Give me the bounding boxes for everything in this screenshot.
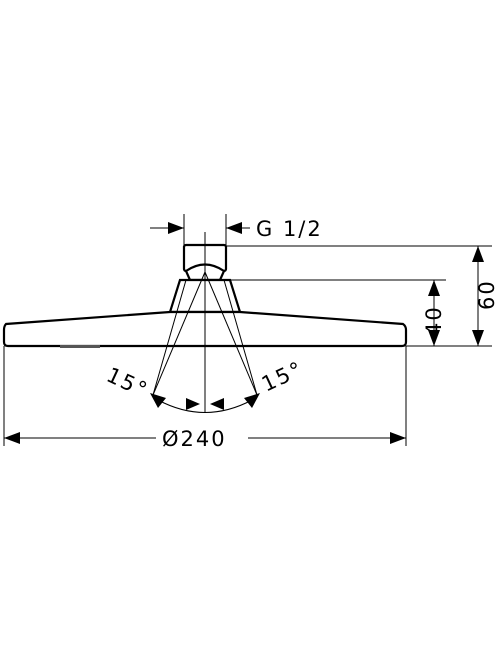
height-body-dimension: [230, 279, 446, 346]
height-total-label: 60: [475, 279, 496, 310]
nozzle-strip: [60, 345, 100, 348]
diameter-label: Ø240: [162, 427, 227, 451]
spray-angle-lines: [150, 271, 260, 413]
angle-left-label: 15°: [103, 363, 152, 403]
height-body-label: 40: [422, 305, 446, 336]
diameter-dimension: [3, 346, 407, 446]
height-total-dimension: [226, 245, 492, 347]
thread-label: G 1/2: [256, 217, 323, 241]
angle-right-label: 15°: [258, 357, 307, 397]
thread-dimension: [150, 214, 250, 245]
